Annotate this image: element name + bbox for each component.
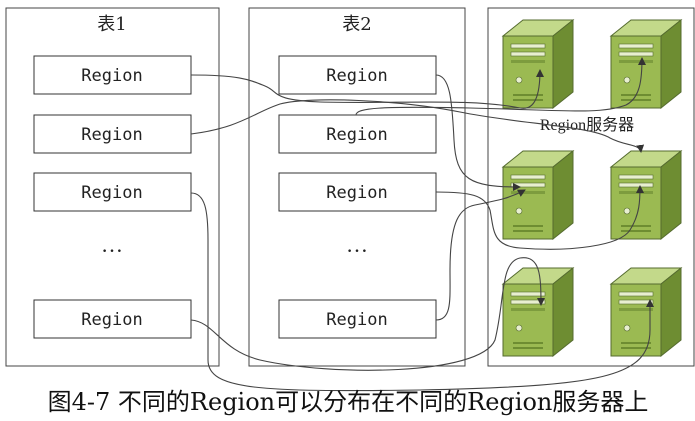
arrow-icon — [190, 69, 544, 109]
arrow-icon — [435, 74, 521, 191]
arrow-icon — [435, 185, 644, 250]
server-group-label: Region服务器 — [540, 116, 634, 134]
region-label: Region — [81, 183, 142, 203]
server-icon — [610, 267, 682, 357]
table-2-ellipsis: … — [346, 232, 368, 257]
table-2-title: 表2 — [342, 14, 371, 35]
region-label: Region — [81, 310, 142, 330]
arrow-icon — [190, 257, 545, 371]
table-2-region-2: Region — [278, 114, 437, 154]
arrow-icon — [355, 57, 646, 116]
table-1-region-1: Region — [33, 55, 192, 95]
table-2-panel: 表2 Region Region Region … Region — [248, 7, 466, 367]
table-2-region-3: Region — [278, 172, 437, 212]
table-1-region-3: Region — [33, 172, 192, 212]
table-1-region-4: Region — [33, 299, 192, 339]
arrow-icon — [435, 189, 526, 321]
arrow-icon — [190, 192, 654, 392]
table-1-title: 表1 — [97, 14, 126, 35]
server-icon — [610, 150, 682, 240]
region-label: Region — [81, 66, 142, 86]
table-1-region-2: Region — [33, 114, 192, 154]
table-1-ellipsis: … — [101, 232, 123, 257]
arrow-icon — [190, 99, 645, 153]
server-icon — [502, 267, 574, 357]
figure-caption: 图4-7 不同的Region可以分布在不同的Region服务器上 — [48, 388, 649, 416]
region-label: Region — [81, 125, 142, 145]
server-icon — [610, 19, 682, 109]
region-label: Region — [326, 183, 387, 203]
region-label: Region — [326, 125, 387, 145]
table-2-region-1: Region — [278, 55, 437, 95]
region-label: Region — [326, 66, 387, 86]
connection-arrows — [190, 57, 654, 392]
server-panel: Region服务器 — [487, 7, 695, 367]
table-2-region-4: Region — [278, 299, 437, 339]
server-icon — [502, 19, 574, 109]
region-label: Region — [326, 310, 387, 330]
table-1-panel: 表1 Region Region Region … Region — [5, 7, 220, 367]
